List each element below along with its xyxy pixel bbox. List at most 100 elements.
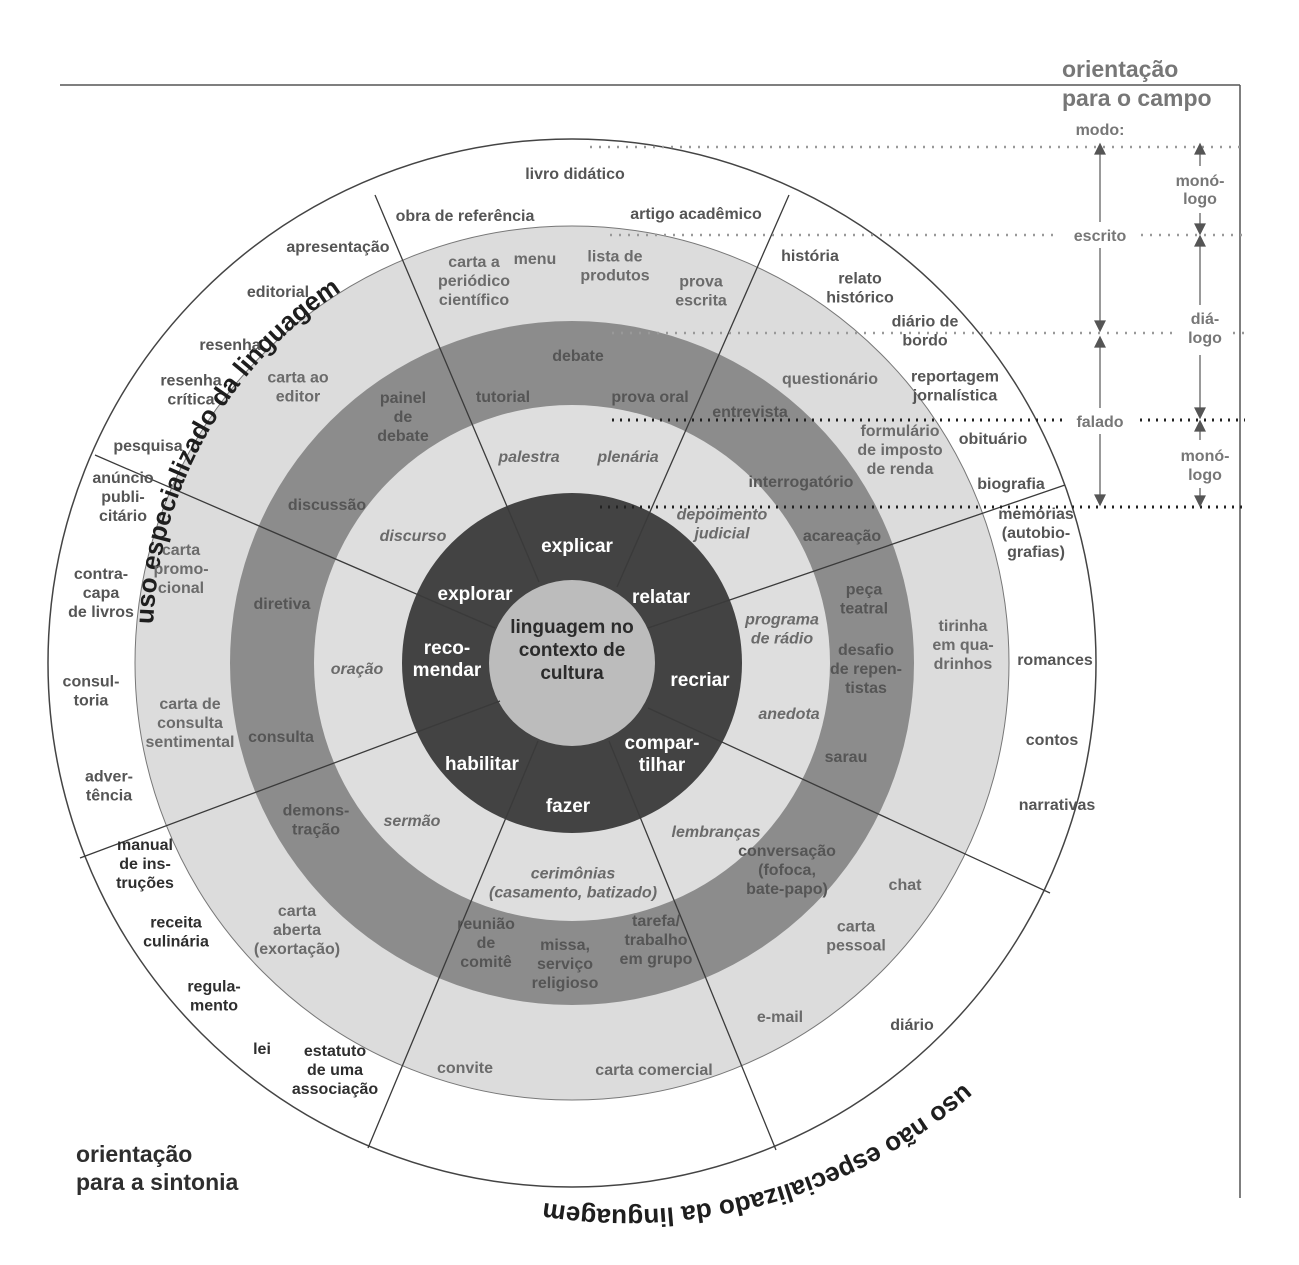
ring1-label: escrita [675, 293, 727, 310]
ring1-label: prova [679, 274, 723, 291]
ring2-label: de [394, 409, 413, 426]
ring2-label: serviço [537, 956, 593, 973]
outer-label: capa [83, 585, 120, 602]
ring2-label: bate-papo) [746, 881, 828, 898]
ring1-label: carta de [159, 696, 220, 713]
outer-label: história [781, 248, 839, 265]
ring2-label: (fofoca, [758, 862, 816, 879]
ring1-label: carta [278, 903, 316, 920]
ring3-label: discurso [380, 528, 447, 545]
ring1-label: chat [889, 877, 923, 894]
outer-label: bordo [902, 333, 948, 350]
ring2-label: conversação [738, 843, 836, 860]
outer-label: resenha [160, 373, 221, 390]
ring2-label: missa, [540, 937, 590, 954]
inner-label: reco- [424, 638, 470, 659]
ring2-label: de [477, 935, 496, 952]
arrow-down-icon [1094, 320, 1106, 333]
arrow-down-icon [1194, 495, 1206, 508]
corner-titles: orientação para o campo orientação para … [76, 56, 1212, 1195]
ring1-label: consulta [157, 715, 223, 732]
ring1-label: tirinha [939, 618, 988, 635]
outer-label: culinária [143, 934, 209, 951]
ring1-label: carta a [448, 254, 500, 271]
ring2-label: desafio [838, 642, 894, 659]
center-circle [489, 580, 655, 746]
label-dialogo: diá- [1191, 311, 1219, 328]
ring1-label: carta [162, 542, 200, 559]
outer-label: grafias) [1007, 544, 1065, 561]
ring3-label: anedota [758, 706, 819, 723]
ring3-label: sermão [384, 813, 441, 830]
ring1-label: e-mail [757, 1009, 803, 1026]
outer-label: memórias [998, 506, 1074, 523]
ring2-label: teatral [840, 601, 888, 618]
ring1-label: cional [158, 580, 204, 597]
ring2-label: demons- [283, 803, 350, 820]
ring2-label: debate [552, 348, 604, 365]
ring1-label: em qua- [932, 637, 993, 654]
divider-line [79, 700, 501, 859]
center-label: contexto de [519, 640, 626, 661]
label-monologo-bottom: monó- [1181, 448, 1230, 465]
outer-label: consul- [63, 674, 120, 691]
ring1-label: pessoal [826, 938, 886, 955]
ring1-label: convite [437, 1060, 493, 1077]
inner-label: habilitar [445, 754, 520, 775]
ring2-label: discussão [288, 497, 366, 514]
outer-label: citário [99, 508, 147, 525]
outer-label: de uma [307, 1062, 363, 1079]
ring2-label: comitê [460, 954, 512, 971]
ring2-label: entrevista [712, 404, 788, 421]
ring1-label: científico [439, 292, 509, 309]
ring2-label: em grupo [620, 951, 693, 968]
ring1-label: carta ao [267, 370, 329, 387]
ring1-label: questionário [782, 371, 878, 388]
outer-label: receita [150, 915, 202, 932]
title-sintonia: orientação [76, 1141, 192, 1167]
ring2-label: trabalho [624, 932, 687, 949]
ring3-label: plenária [596, 449, 658, 466]
ring3-label: depoimento [677, 507, 768, 524]
outer-label: mento [190, 998, 238, 1015]
ring2-label: peça [846, 582, 883, 599]
outer-label: regula- [187, 979, 240, 996]
label-monologo-bottom: logo [1188, 467, 1222, 484]
ring2-label: painel [380, 390, 426, 407]
arrow-up-icon [1094, 142, 1106, 155]
ring1-label: produtos [580, 268, 649, 285]
ring2-label: diretiva [254, 596, 311, 613]
outer-label: biografia [977, 476, 1045, 493]
arrow-up-icon [1094, 335, 1106, 348]
outer-label: diário [890, 1017, 934, 1034]
ring2-label: religioso [532, 975, 599, 992]
inner-label: compar- [625, 733, 700, 754]
outer-label: (autobio- [1002, 525, 1070, 542]
outer-label: apresentação [286, 239, 389, 256]
label-falado: falado [1076, 414, 1123, 431]
outer-label: contos [1026, 732, 1079, 749]
label-modo: modo: [1076, 122, 1125, 139]
outer-label: obra de referência [396, 208, 535, 225]
inner-label: tilhar [639, 755, 686, 776]
ring3-label: oração [331, 661, 384, 678]
outer-label: de livros [68, 604, 134, 621]
ring3-label: programa [744, 612, 819, 629]
ring1-label: carta comercial [595, 1062, 712, 1079]
outer-label: artigo acadêmico [630, 206, 762, 223]
ring2-label: de repen- [830, 661, 902, 678]
outer-label: estatuto [304, 1043, 366, 1060]
ring1-label: promo- [153, 561, 208, 578]
process-labels: explicarrelatarrecriarcompar-tilharfazer… [413, 536, 731, 817]
ring2-label: debate [377, 428, 429, 445]
outer-label: adver- [85, 769, 133, 786]
arrow-down-icon [1194, 407, 1206, 420]
side-scale-labels: modo: escrito falado monó- logo diá- log… [1060, 122, 1229, 484]
ring1-label: (exortação) [254, 941, 340, 958]
divider-line [374, 194, 540, 583]
sector-dividers [79, 194, 1066, 1151]
